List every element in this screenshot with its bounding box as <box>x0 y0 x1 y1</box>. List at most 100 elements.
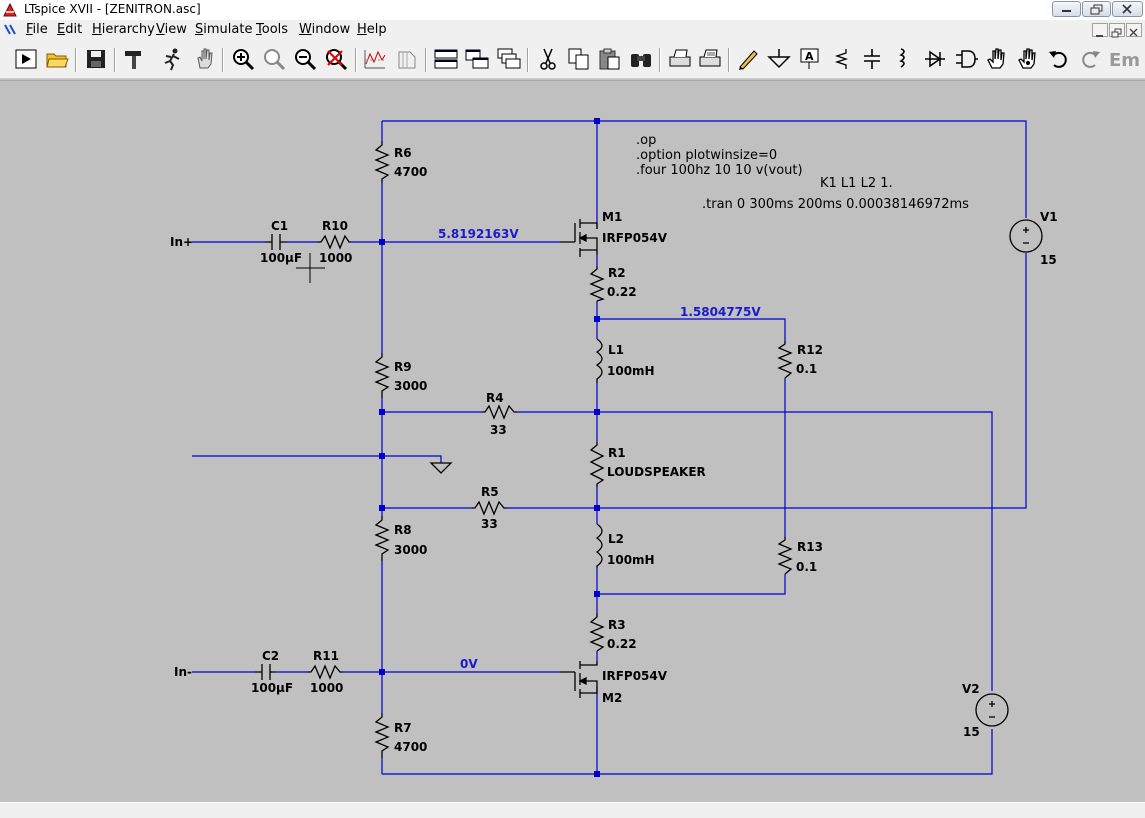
zoom-fit-button[interactable] <box>323 46 349 72</box>
menu-simulate[interactable]: Simulate <box>195 22 253 37</box>
label-net-button[interactable]: A <box>797 46 823 72</box>
redo-button[interactable] <box>1077 46 1103 72</box>
directive-tran[interactable]: .tran 0 300ms 200ms 0.00038146972ms <box>702 197 969 212</box>
find-button[interactable] <box>628 46 654 72</box>
menu-help[interactable]: Help <box>357 22 387 37</box>
zoom-area-button[interactable] <box>261 46 287 72</box>
cut-button[interactable] <box>535 46 561 72</box>
label-r12-name[interactable]: R12 <box>797 343 823 357</box>
component-button[interactable] <box>953 46 979 72</box>
directive-four[interactable]: .four 100hz 10 10 v(vout) <box>636 163 803 178</box>
label-r3-value[interactable]: 0.22 <box>607 637 637 651</box>
label-c1-value[interactable]: 100µF <box>260 251 302 265</box>
label-v1-value[interactable]: 15 <box>1040 253 1057 267</box>
directive-option[interactable]: .option plotwinsize=0 <box>636 148 777 163</box>
label-r5-value[interactable]: 33 <box>481 517 498 531</box>
mdi-close-button[interactable] <box>1126 23 1142 37</box>
label-v2-name[interactable]: V2 <box>962 682 980 696</box>
port-in-plus[interactable]: In+ <box>170 235 193 249</box>
label-r13-name[interactable]: R13 <box>797 540 823 554</box>
menu-hierarchy[interactable]: Hierarchy <box>92 22 155 37</box>
label-r4-value[interactable]: 33 <box>490 423 507 437</box>
close-window-button[interactable] <box>1112 1 1143 17</box>
mdi-restore-button[interactable] <box>1109 23 1125 38</box>
pan-button[interactable] <box>192 46 218 72</box>
control-panel-button[interactable] <box>121 46 147 72</box>
zoom-out-button[interactable] <box>292 46 318 72</box>
run-button[interactable] <box>13 46 39 72</box>
resistor-button[interactable] <box>828 46 854 72</box>
waveform-window-button[interactable] <box>394 46 420 72</box>
label-r6-value[interactable]: 4700 <box>394 165 427 179</box>
label-r9-value[interactable]: 3000 <box>394 379 427 393</box>
zoom-in-button[interactable] <box>230 46 256 72</box>
directive-coupling[interactable]: K1 L1 L2 1. <box>820 176 893 191</box>
mdi-minimize-button[interactable] <box>1092 23 1108 37</box>
label-r11-name[interactable]: R11 <box>313 649 339 663</box>
menu-tools[interactable]: Tools <box>256 22 289 37</box>
label-m2-value[interactable]: IRFP054V <box>602 669 668 683</box>
menu-file[interactable]: File <box>26 22 48 37</box>
label-c1-name[interactable]: C1 <box>271 219 288 233</box>
label-m2-name[interactable]: M2 <box>602 691 622 705</box>
label-r11-value[interactable]: 1000 <box>310 681 343 695</box>
ground-button[interactable] <box>766 46 792 72</box>
label-v2-value[interactable]: 15 <box>963 725 980 739</box>
capacitor-button[interactable] <box>859 46 885 72</box>
label-c2-name[interactable]: C2 <box>262 649 279 663</box>
label-r4-name[interactable]: R4 <box>486 391 504 405</box>
label-r8-value[interactable]: 3000 <box>394 543 427 557</box>
label-r13-value[interactable]: 0.1 <box>796 560 817 574</box>
document-icon[interactable] <box>2 22 18 38</box>
label-l1-name[interactable]: L1 <box>608 343 624 357</box>
cascade-icon <box>497 48 521 69</box>
paste-button[interactable] <box>597 46 623 72</box>
save-button[interactable] <box>83 46 109 72</box>
open-button[interactable] <box>44 46 70 72</box>
print-button[interactable] <box>667 46 693 72</box>
directive-op[interactable]: .op <box>636 133 656 148</box>
diode-button[interactable] <box>922 46 948 72</box>
label-r3-name[interactable]: R3 <box>608 618 626 632</box>
label-c2-value[interactable]: 100µF <box>251 681 293 695</box>
label-m1-name[interactable]: M1 <box>602 210 622 224</box>
print-setup-button[interactable] <box>697 46 723 72</box>
restore-button[interactable] <box>1082 1 1111 17</box>
label-r7-name[interactable]: R7 <box>394 721 412 735</box>
menu-window[interactable]: Window <box>299 22 351 37</box>
menu-view[interactable]: View <box>156 22 187 37</box>
label-r12-value[interactable]: 0.1 <box>796 362 817 376</box>
label-r2-name[interactable]: R2 <box>608 266 626 280</box>
autorange-button[interactable] <box>362 46 388 72</box>
label-r9-name[interactable]: R9 <box>394 360 412 374</box>
minimize-button[interactable] <box>1052 1 1081 17</box>
schematic-canvas[interactable]: .op .option plotwinsize=0 .four 100hz 10… <box>0 80 1145 803</box>
halt-button[interactable] <box>159 46 185 72</box>
menu-edit[interactable]: Edit <box>57 22 83 37</box>
label-r10-value[interactable]: 1000 <box>319 251 352 265</box>
tile-vertical-button[interactable] <box>464 46 490 72</box>
label-v1-name[interactable]: V1 <box>1040 210 1058 224</box>
text-button[interactable]: Em <box>1108 46 1140 72</box>
move-button[interactable] <box>984 46 1010 72</box>
label-r2-value[interactable]: 0.22 <box>607 285 637 299</box>
port-in-minus[interactable]: In- <box>174 665 192 679</box>
label-l2-value[interactable]: 100mH <box>607 553 655 567</box>
label-r8-name[interactable]: R8 <box>394 523 412 537</box>
label-l1-value[interactable]: 100mH <box>607 364 655 378</box>
cascade-button[interactable] <box>496 46 522 72</box>
label-m1-value[interactable]: IRFP054V <box>602 231 668 245</box>
label-r6-name[interactable]: R6 <box>394 146 412 160</box>
tile-horizontal-button[interactable] <box>433 46 459 72</box>
label-r1-name[interactable]: R1 <box>608 446 626 460</box>
drag-button[interactable] <box>1015 46 1041 72</box>
inductor-button[interactable] <box>890 46 916 72</box>
copy-button[interactable] <box>566 46 592 72</box>
label-r7-value[interactable]: 4700 <box>394 740 427 754</box>
label-r10-name[interactable]: R10 <box>322 219 348 233</box>
label-l2-name[interactable]: L2 <box>608 532 624 546</box>
undo-button[interactable] <box>1046 46 1072 72</box>
label-r5-name[interactable]: R5 <box>481 485 499 499</box>
draw-wire-button[interactable] <box>735 46 761 72</box>
label-r1-value[interactable]: LOUDSPEAKER <box>607 465 706 479</box>
